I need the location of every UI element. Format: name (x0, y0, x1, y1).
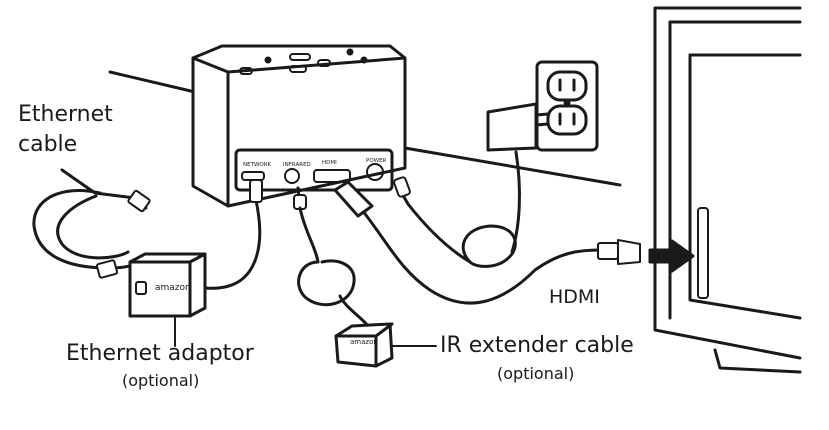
micro-usb-plug (249, 179, 263, 203)
network-port-label: NETWORK (243, 162, 272, 168)
power-port-label: POWER (366, 158, 387, 164)
echo-device (191, 44, 407, 208)
ethernet-cable (32, 168, 151, 279)
hdmi-port-label: HDMI (322, 160, 337, 166)
ethernet-cable-label-line2: cable (18, 132, 78, 157)
insert-arrow-icon (648, 239, 695, 273)
infrared-port (284, 168, 300, 184)
power-adapter (486, 102, 550, 152)
port-panel (234, 148, 394, 192)
ir-extender-optional: (optional) (497, 364, 575, 383)
network-cable (203, 198, 262, 290)
ethernet-adaptor (128, 252, 207, 318)
ethernet-adaptor-optional: (optional) (122, 371, 200, 390)
ethernet-adaptor-label: Ethernet adaptor (66, 341, 254, 366)
power-cable (393, 150, 521, 268)
power-port (366, 163, 384, 181)
ir-extender-box (334, 322, 394, 368)
hdmi-cable (333, 180, 641, 305)
hdmi-label: HDMI (549, 286, 600, 308)
ir-box-brand-logo: amazon (350, 338, 378, 346)
hdmi-port (313, 169, 351, 183)
adaptor-brand-logo: amazon (155, 283, 191, 293)
ir-extender-label: IR extender cable (440, 333, 634, 358)
wall-edge-left (108, 70, 197, 94)
wall-edge-right (403, 146, 622, 187)
television (653, 6, 802, 374)
wall-outlet (535, 60, 599, 152)
ethernet-cable-label-line1: Ethernet (18, 102, 113, 127)
infrared-port-label: INFRARED (283, 162, 311, 168)
